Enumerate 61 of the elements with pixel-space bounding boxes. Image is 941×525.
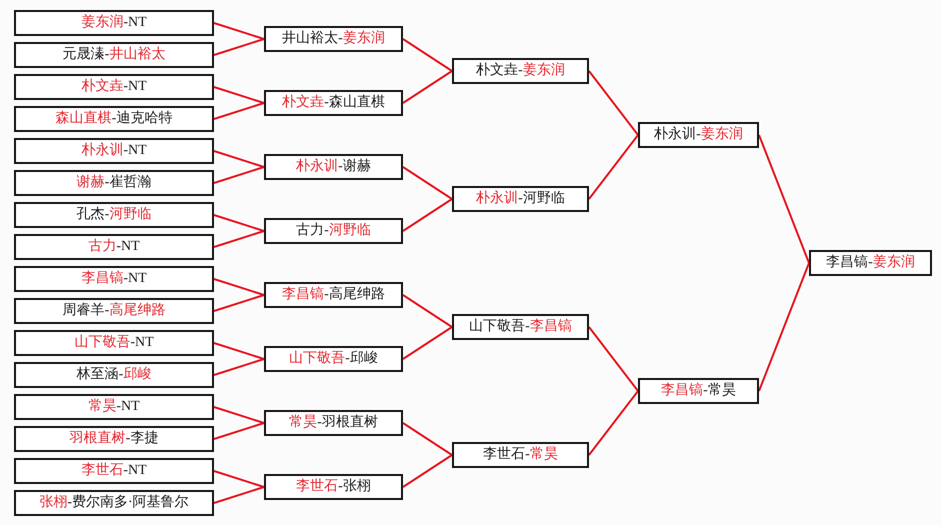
connector-line	[214, 230, 264, 248]
match-box: 元晟溱-井山裕太	[14, 42, 214, 68]
match-box: 古力-NT	[14, 234, 214, 260]
match-box: 李世石-NT	[14, 458, 214, 484]
match-box: 林至涵-邱峻	[14, 362, 214, 388]
connector-line	[214, 342, 264, 360]
match-box: 常昊-羽根直树	[264, 410, 403, 436]
match-box: 森山直棋-迪克哈特	[14, 106, 214, 132]
connector-line	[402, 422, 453, 456]
match-box: 李昌镐-姜东润	[809, 250, 932, 276]
match-box: 谢赫-崔哲瀚	[14, 170, 214, 196]
match-box: 周睿羊-高尾绅路	[14, 298, 214, 324]
connector-line	[214, 22, 264, 40]
match-box: 古力-河野临	[264, 218, 403, 244]
match-box: 朴文垚-森山直棋	[264, 90, 403, 116]
connector-line	[214, 102, 264, 120]
match-box: 孔杰-河野临	[14, 202, 214, 228]
match-box: 李昌镐-常昊	[638, 378, 759, 404]
match-box: 常昊-NT	[14, 394, 214, 420]
connector-line	[402, 198, 453, 232]
match-box: 井山裕太-姜东润	[264, 26, 403, 52]
connector-line	[214, 422, 264, 440]
match-box: 山下敬吾-李昌镐	[452, 314, 589, 340]
connector-line	[214, 486, 264, 504]
connector-line	[214, 86, 264, 104]
connector-line	[214, 294, 264, 312]
connector-line	[588, 326, 639, 392]
connector-line	[588, 70, 639, 136]
match-box: 姜东润-NT	[14, 10, 214, 36]
connector-line	[214, 38, 264, 56]
connector-line	[214, 406, 264, 424]
connector-line	[402, 166, 453, 200]
connector-line	[214, 278, 264, 296]
match-box: 李昌镐-高尾绅路	[264, 282, 403, 308]
match-box: 李世石-张栩	[264, 474, 403, 500]
connector-line	[758, 262, 810, 392]
connector-line	[758, 134, 810, 264]
connector-line	[214, 150, 264, 168]
match-box: 朴永训-谢赫	[264, 154, 403, 180]
connector-line	[588, 390, 639, 456]
connector-line	[402, 326, 453, 360]
connector-line	[402, 38, 453, 72]
connector-line	[214, 166, 264, 184]
match-box: 朴永训-姜东润	[638, 122, 759, 148]
match-box: 朴永训-NT	[14, 138, 214, 164]
connector-line	[402, 454, 453, 488]
match-box: 羽根直树-李捷	[14, 426, 214, 452]
match-box: 李昌镐-NT	[14, 266, 214, 292]
connector-line	[214, 358, 264, 376]
match-box: 朴文垚-姜东润	[452, 58, 589, 84]
match-box: 张栩-费尔南多·阿基鲁尔	[14, 490, 214, 516]
match-box: 朴永训-河野临	[452, 186, 589, 212]
connector-line	[402, 294, 453, 328]
connector-line	[214, 470, 264, 488]
match-box: 朴文垚-NT	[14, 74, 214, 100]
connector-line	[402, 70, 453, 104]
connector-line	[588, 134, 639, 200]
match-box: 李世石-常昊	[452, 442, 589, 468]
match-box: 山下敬吾-邱峻	[264, 346, 403, 372]
connector-line	[214, 214, 264, 232]
match-box: 山下敬吾-NT	[14, 330, 214, 356]
